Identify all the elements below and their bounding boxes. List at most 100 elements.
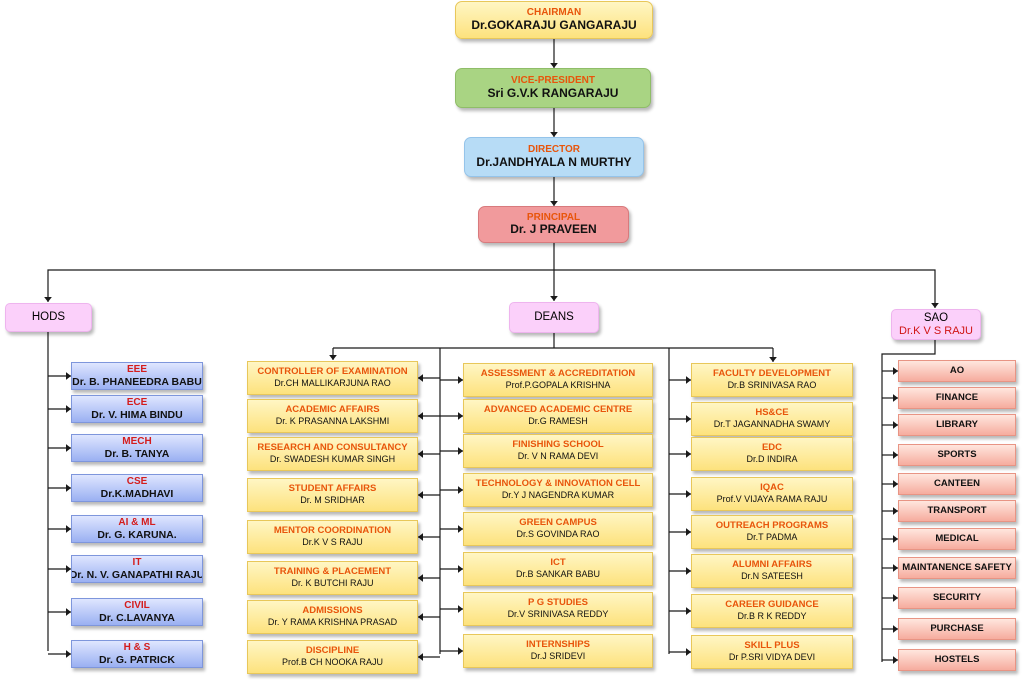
position-title: STUDENT AFFAIRS bbox=[288, 483, 377, 495]
arrow-head bbox=[418, 491, 423, 499]
arrow-head bbox=[458, 447, 463, 455]
position-title: IQAC bbox=[760, 482, 784, 494]
person-name: LIBRARY bbox=[936, 418, 978, 430]
connector-line bbox=[554, 269, 936, 308]
arrow-head bbox=[550, 296, 558, 301]
position-title: INTERNSHIPS bbox=[526, 639, 590, 651]
arrow-head bbox=[893, 656, 898, 664]
arrow-head bbox=[418, 574, 423, 582]
arrow-head bbox=[44, 297, 52, 302]
person-name: FINANCE bbox=[935, 391, 979, 403]
hods-header: HODS bbox=[5, 303, 92, 332]
group-title: SAO bbox=[923, 311, 949, 324]
person-name: Dr.G RAMESH bbox=[528, 416, 588, 427]
position-title: ECE bbox=[126, 397, 148, 409]
person-name: Dr P.SRI VIDYA DEVI bbox=[728, 652, 816, 663]
person-name: Dr.V SRINIVASA REDDY bbox=[507, 609, 609, 620]
position-title: DIRECTOR bbox=[527, 144, 581, 156]
position-title: ADMISSIONS bbox=[302, 605, 363, 617]
position-title: VICE-PRESIDENT bbox=[511, 75, 595, 87]
person-name: MEDICAL bbox=[935, 532, 979, 544]
person-name: Dr.T JAGANNADHA SWAMY bbox=[713, 419, 831, 430]
person-name: Dr.B SANKAR BABU bbox=[515, 569, 601, 580]
person-name: Dr. J PRAVEEN bbox=[510, 222, 597, 237]
position-title: ACADEMIC AFFAIRS bbox=[285, 404, 380, 416]
arrow-head bbox=[550, 201, 558, 206]
connector-line bbox=[881, 340, 936, 662]
arrow-head bbox=[893, 564, 898, 572]
sao-unit-box: FINANCE bbox=[898, 387, 1016, 409]
sao-unit-box: AO bbox=[898, 360, 1016, 382]
arrow-head bbox=[329, 355, 337, 360]
arrow-head bbox=[66, 484, 71, 492]
sao-unit-box: MAINTANENCE SAFETY bbox=[898, 557, 1016, 579]
arrow-head bbox=[550, 132, 558, 137]
position-title: ADVANCED ACADEMIC CENTRE bbox=[483, 404, 633, 416]
sao-unit-box: MEDICAL bbox=[898, 528, 1016, 550]
position-title: DISCIPLINE bbox=[305, 645, 360, 657]
sao-unit-box: CANTEEN bbox=[898, 473, 1016, 495]
arrow-head bbox=[418, 374, 423, 382]
person-name: Dr. G. PATRICK bbox=[98, 653, 176, 666]
person-name: Dr.K V S RAJU bbox=[899, 324, 973, 337]
arrow-head bbox=[66, 565, 71, 573]
person-name: Dr. N. V. GANAPATHI RAJU bbox=[71, 568, 203, 581]
person-name: SPORTS bbox=[937, 448, 977, 460]
arrow-head bbox=[458, 647, 463, 655]
arrow-head bbox=[893, 394, 898, 402]
arrow-head bbox=[458, 412, 463, 420]
person-name: Prof.B CH NOOKA RAJU bbox=[281, 657, 384, 668]
position-title: CIVIL bbox=[124, 600, 150, 612]
person-name: Dr.D INDIRA bbox=[746, 454, 798, 465]
arrow-head bbox=[893, 421, 898, 429]
person-name: Dr. M SRIDHAR bbox=[300, 495, 365, 506]
person-name: Dr. K PRASANNA LAKSHMI bbox=[275, 416, 390, 427]
arrow-head bbox=[893, 367, 898, 375]
person-name: Dr. V N RAMA DEVI bbox=[517, 451, 599, 462]
person-name: Dr. B. TANYA bbox=[104, 447, 170, 460]
position-title: IT bbox=[132, 557, 142, 569]
arrow-head bbox=[893, 535, 898, 543]
person-name: HOSTELS bbox=[934, 653, 980, 665]
arrow-head bbox=[686, 648, 691, 656]
person-name: Dr.Y J NAGENDRA KUMAR bbox=[501, 490, 615, 501]
position-title: FACULTY DEVELOPMENT bbox=[713, 368, 831, 380]
person-name: Dr. Y RAMA KRISHNA PRASAD bbox=[267, 617, 398, 628]
person-name: Dr. B. PHANEEDRA BABU bbox=[72, 375, 202, 388]
person-name: Dr. G. KARUNA. bbox=[97, 528, 177, 541]
position-title: HS&CE bbox=[755, 407, 789, 419]
person-name: Dr.J SRIDEVI bbox=[530, 651, 586, 662]
person-name: Dr.GOKARAJU GANGARAJU bbox=[471, 17, 637, 32]
person-name: Dr.N SATEESH bbox=[741, 571, 803, 582]
arrow-head bbox=[418, 412, 423, 420]
position-title: ICT bbox=[550, 557, 566, 569]
position-title: FINISHING SCHOOL bbox=[512, 439, 604, 451]
sao-unit-box: SECURITY bbox=[898, 587, 1016, 609]
person-name: Dr.K V S RAJU bbox=[302, 537, 363, 548]
person-name: Dr.K.MADHAVI bbox=[100, 487, 174, 500]
position-title: CAREER GUIDANCE bbox=[725, 599, 819, 611]
position-title: CONTROLLER OF EXAMINATION bbox=[257, 366, 408, 378]
person-name: CANTEEN bbox=[934, 477, 980, 489]
person-name: TRANSPORT bbox=[927, 504, 987, 516]
person-name: AO bbox=[949, 364, 965, 376]
person-name: Dr.B R K REDDY bbox=[737, 611, 807, 622]
person-name: Dr.JANDHYALA N MURTHY bbox=[476, 154, 632, 169]
